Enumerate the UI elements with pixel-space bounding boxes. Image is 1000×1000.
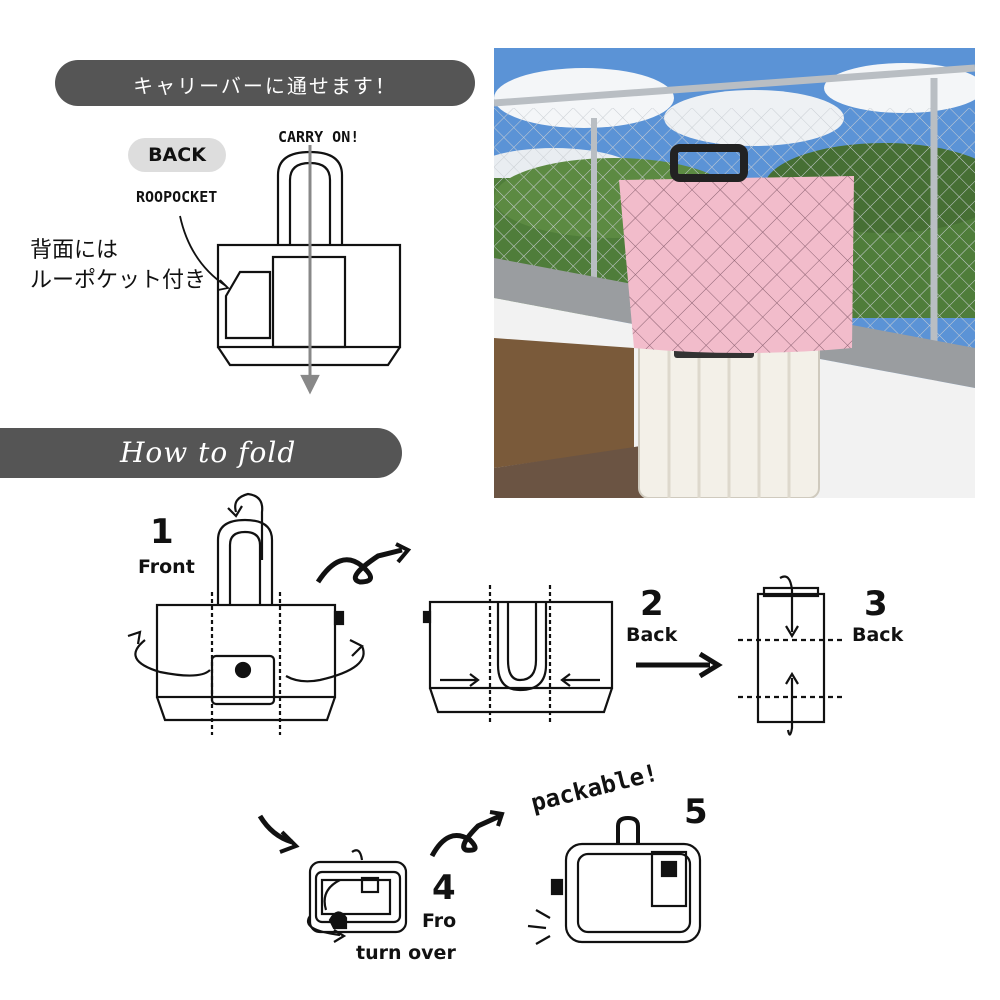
step4-label: Fro [422, 910, 457, 932]
step5-diagram [527, 815, 702, 945]
step2-diagram [422, 585, 614, 722]
fold-banner-title: How to fold [120, 436, 297, 469]
step1-diagram [127, 492, 365, 735]
jp-caption-line2: ルーポケット付き [30, 268, 207, 293]
back-label: BACK [128, 138, 226, 172]
arrow-4-5 [429, 813, 502, 858]
jp-caption-line1: 背面には [30, 238, 119, 263]
fold-banner: How to fold [0, 428, 402, 478]
back-tote-diagram [179, 145, 402, 395]
step3-diagram [738, 575, 845, 736]
pocket-label: ROOPOCKET [136, 188, 218, 206]
step4-turn-over: turn over [356, 942, 456, 964]
arrow-1-2 [315, 547, 403, 585]
carry-banner-title: キャリーバーに通せます！ [133, 74, 397, 98]
bag-on-suitcase-photo [494, 48, 975, 498]
step2-number: 2 [640, 584, 664, 624]
step4-number: 4 [432, 868, 456, 908]
carry-on-label: CARRY ON! [278, 128, 360, 146]
step4-diagram [307, 849, 408, 943]
step5-number: 5 [684, 792, 708, 832]
carry-banner: キャリーバーに通せます！ [55, 60, 475, 106]
step3-label: Back [852, 624, 904, 646]
step2-label: Back [626, 624, 678, 646]
step3-number: 3 [864, 584, 888, 624]
step1-label: Front [138, 556, 195, 578]
step1-number: 1 [150, 512, 174, 552]
